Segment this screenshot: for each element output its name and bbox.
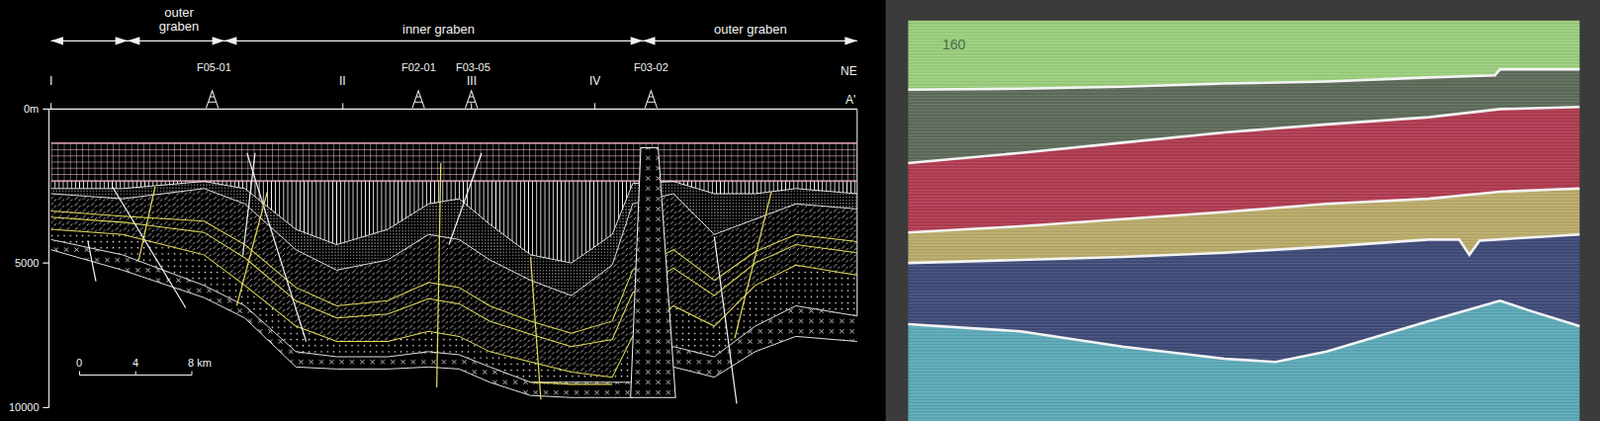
location-marker: IV: [587, 75, 603, 89]
location-marker: III: [464, 75, 479, 89]
well-symbols: [205, 90, 657, 109]
scale-label: 0: [74, 356, 85, 369]
direction-label: NE: [838, 65, 860, 79]
depth-label: 0m: [21, 102, 41, 115]
scale-label: 8 km: [185, 356, 214, 369]
depth-label: 5000: [12, 257, 41, 269]
location-marker: II: [337, 75, 349, 89]
section-number: 160: [940, 37, 968, 53]
seismic-panel-background: [886, 0, 1600, 421]
stratigraphic-layers: [51, 142, 858, 398]
location-marker: I: [47, 75, 55, 89]
fault-lines: [88, 153, 772, 405]
yellow-horizons: [51, 211, 858, 385]
frame-and-ticks: [42, 102, 857, 408]
well-label: F05-01: [194, 61, 234, 74]
layer-boundaries: [51, 181, 858, 399]
well-label: F02-01: [399, 61, 439, 74]
region-label: inner graben: [400, 22, 477, 37]
scale-bar: [79, 370, 192, 375]
depth-label: 10000: [6, 401, 42, 414]
well-label: F03-05: [453, 61, 493, 74]
graben-extent-arrows: [51, 36, 858, 45]
seismic-section: [907, 20, 1580, 421]
salt-diapir: [630, 148, 676, 399]
scale-label: 4: [130, 356, 141, 369]
well-label: F03-02: [631, 61, 671, 74]
region-label: outer graben: [145, 5, 213, 35]
region-label: outer graben: [711, 22, 790, 37]
section-end-label: A': [843, 93, 858, 107]
